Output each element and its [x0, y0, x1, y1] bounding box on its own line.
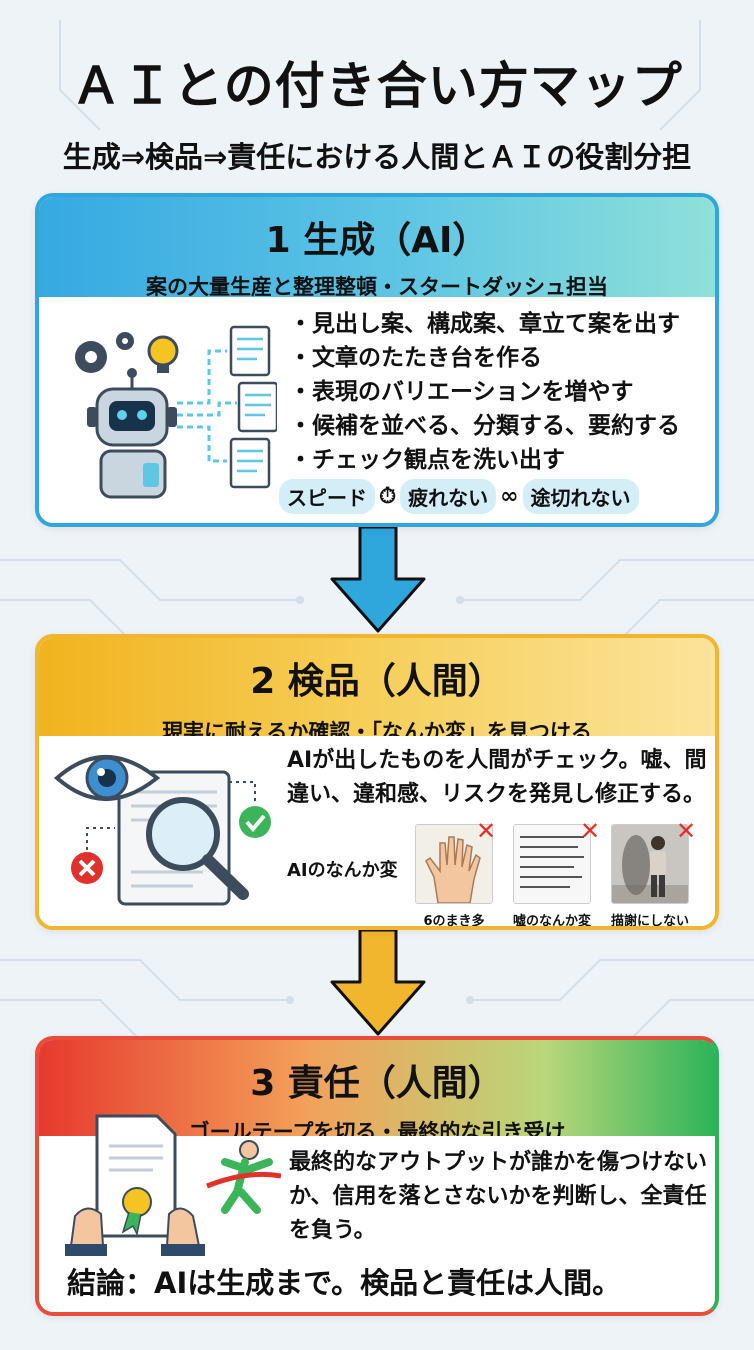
certificate-finish-line-icon — [65, 1114, 281, 1256]
x-mark-icon: ✕ — [675, 817, 697, 845]
down-arrow-icon — [330, 527, 426, 633]
generation-task-list: ・見出し案、構成案、章立て案を出す ・文章のたたき台を作る ・表現のバリエーショ… — [289, 307, 680, 477]
stopwatch-icon: ⏱ — [379, 484, 397, 509]
eye-magnifier-document-icon — [53, 755, 271, 906]
example-shadow-photo — [611, 824, 689, 904]
responsibility-description: 最終的なアウトプットが誰かを傷つけないか、信用を落とさないかを判断し、全責任を負… — [289, 1150, 708, 1243]
six-finger-hand-icon — [416, 825, 492, 903]
list-item: ・表現のバリエーションを増やす — [289, 379, 634, 405]
list-item: ・見出し案、構成案、章立て案を出す — [289, 311, 680, 337]
step-card-body: ・見出し案、構成案、章立て案を出す ・文章のたたき台を作る ・表現のバリエーショ… — [39, 297, 715, 523]
robot-documents-icon — [75, 325, 277, 499]
step-title: 3 責任（人間） — [250, 1063, 504, 1104]
step-title: 2 検品（人間） — [250, 661, 504, 702]
step-card-responsibility: 3 責任（人間） ゴールテープを切る・最終的な引き受け 最終的なアウトプットが誰… — [35, 1036, 719, 1316]
tag-tireless: 疲れない — [400, 479, 497, 514]
example-garbled-text-image — [513, 824, 591, 904]
tag-continuous: 途切れない — [522, 479, 639, 514]
infinity-icon: ∞ — [500, 484, 519, 509]
ai-oddity-label: AIのなんか変 — [287, 860, 398, 881]
step-subtitle: 案の大量生産と整理整頓・スタートダッシュ担当 — [146, 275, 608, 299]
step-card-generation: 1 生成（AI） 案の大量生産と整理整頓・スタートダッシュ担当 — [35, 193, 719, 527]
example-caption: 嘘のなんか変 — [512, 914, 591, 929]
list-item: ・チェック観点を洗い出す — [289, 447, 565, 473]
step-card-body: AIが出したものを人間がチェック。嘘、間違い、違和感、リスクを発見し修正する。 … — [39, 736, 715, 929]
garbled-text-icon — [514, 825, 590, 903]
x-mark-icon: ✕ — [579, 817, 601, 845]
step-title: 1 生成（AI） — [265, 220, 489, 261]
step-card-body: 最終的なアウトプットが誰かを傷つけないか、信用を落とさないかを判断し、全責任を負… — [39, 1114, 715, 1312]
example-caption: 描謝にしない — [610, 914, 689, 929]
ai-strength-tags: スピード ⏱ 疲れない ∞ 途切れない — [279, 479, 639, 514]
example-caption: 6のまき多 — [423, 914, 485, 929]
step-card-header: 2 検品（人間） 現実に耐えるか確認・「なんか変」を見つける — [39, 638, 715, 744]
list-item: ・文章のたたき台を作る — [289, 345, 542, 371]
list-item: ・候補を並べる、分類する、要約する — [289, 413, 680, 439]
conclusion-text: 結論：AIは生成まで。検品と責任は人間。 — [67, 1266, 622, 1300]
x-mark-icon: ✕ — [475, 817, 497, 845]
step-card-inspection: 2 検品（人間） 現実に耐えるか確認・「なんか変」を見つける — [35, 634, 719, 930]
example-hand-image — [415, 824, 493, 904]
wrong-shadow-person-icon — [612, 825, 688, 903]
page-subtitle: 生成⇒検品⇒責任における人間とＡＩの役割分担 — [62, 140, 692, 174]
page-title: ＡＩとの付き合い方マップ — [71, 57, 683, 115]
step-card-header: 1 生成（AI） 案の大量生産と整理整頓・スタートダッシュ担当 — [39, 197, 715, 299]
down-arrow-icon — [330, 930, 426, 1036]
inspection-description: AIが出したものを人間がチェック。嘘、間違い、違和感、リスクを発見し修正する。 — [287, 748, 707, 807]
tag-speed: スピード — [279, 479, 375, 514]
